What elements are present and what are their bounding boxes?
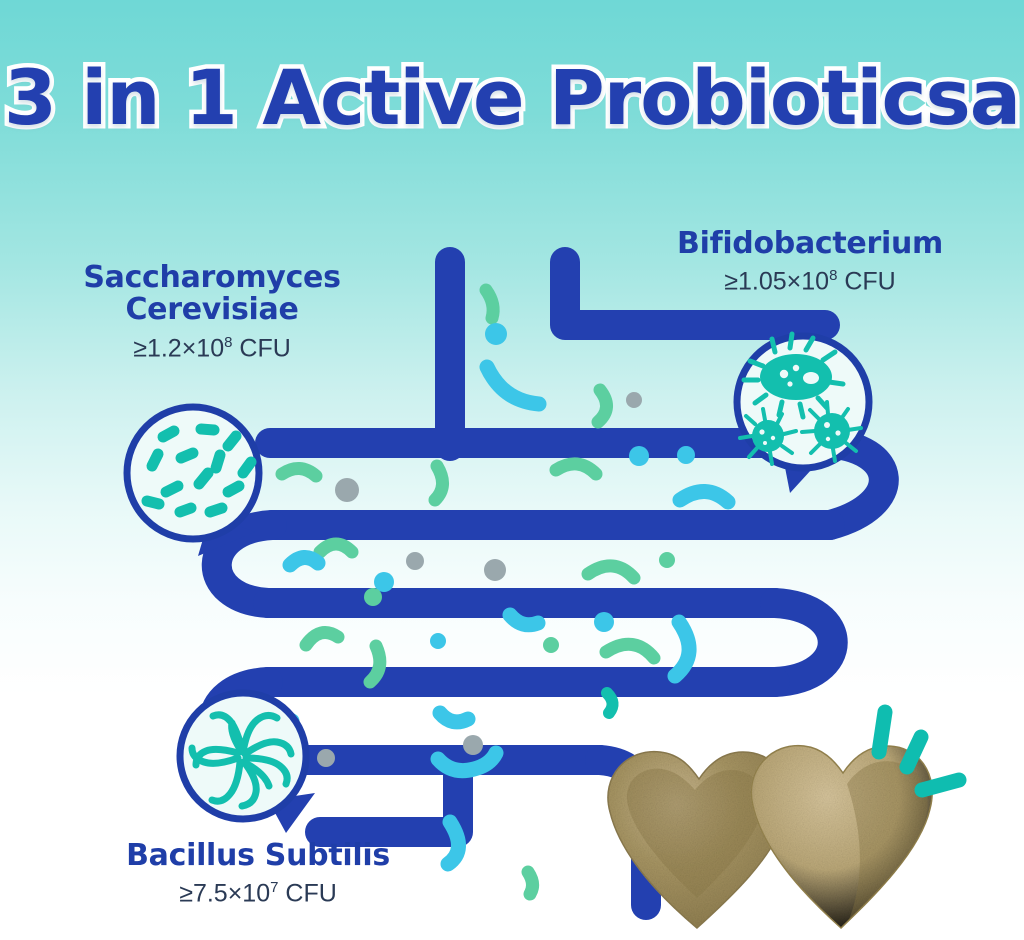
strain-label-saccharomyces: Saccharomyces Cerevisiae ≥1.2×108 CFU (32, 260, 392, 363)
microbe-teal (601, 687, 619, 719)
strain-label-bacillus: Bacillus Subtilis ≥7.5×107 CFU (78, 838, 438, 909)
spore-burst-icon (188, 711, 295, 810)
microbe-dot-gray (406, 552, 424, 570)
microbe-green (479, 283, 500, 325)
callout-bifidobacterium[interactable] (733, 331, 873, 493)
microbe-dot-cyan (430, 633, 446, 649)
treat-right (750, 744, 933, 930)
microbe-cyan (432, 705, 476, 730)
title-area: 3 in 1 Active Probioticsa (0, 53, 1024, 142)
yeast-cells-icon (141, 423, 257, 518)
strain-label-bifidobacterium: Bifidobacterium ≥1.05×108 CFU (620, 226, 1000, 297)
microbe-green (313, 537, 359, 559)
microbe-cyan (672, 484, 736, 510)
microbe-dot-gray (463, 735, 483, 755)
microbe-dots (317, 323, 695, 767)
bacteria-cells-icon (738, 331, 863, 466)
microbe-cyan (440, 814, 466, 872)
microbe-dot-gray (484, 559, 506, 581)
microbe-dot-gray (626, 392, 642, 408)
microbe-dot-cyan (629, 446, 649, 466)
microbe-cyan (667, 614, 697, 684)
microbe-green (549, 457, 603, 481)
microbe-dot-gray (317, 749, 335, 767)
callout-bacillus[interactable] (176, 689, 315, 833)
strain-name-saccharomyces: Saccharomyces Cerevisiae (83, 260, 341, 328)
strain-cfu-bifidobacterium: ≥1.05×108 CFU (724, 267, 896, 296)
gut-segment-upper-right (550, 247, 840, 340)
microbe-green (521, 865, 540, 901)
microbe-dot-cyan (485, 323, 507, 345)
sparkle-group (871, 704, 967, 798)
strain-name-bacillus: Bacillus Subtilis (126, 838, 390, 873)
page-title: 3 in 1 Active Probioticsa (0, 53, 1024, 142)
microbe-dot-green (364, 588, 382, 606)
strain-cfu-saccharomyces: ≥1.2×108 CFU (133, 333, 291, 363)
microbe-green (275, 462, 323, 483)
microbe-cyan (282, 550, 326, 573)
sparkle-dash (899, 729, 929, 775)
microbe-green (299, 626, 345, 652)
microbe-green (428, 459, 449, 507)
microbe-cyan (479, 359, 547, 412)
microbe-dot-cyan (374, 572, 394, 592)
strain-cfu-bacillus: ≥7.5×107 CFU (179, 879, 337, 908)
microbe-cyan (502, 607, 546, 633)
microbe-green (363, 639, 387, 689)
microbe-dot-gray (335, 478, 359, 502)
microbe-dot-cyan (677, 446, 695, 464)
gut-loop-right-2 (760, 588, 848, 697)
microbe-green (591, 383, 613, 429)
microbe-green (599, 637, 661, 665)
microbe-dot-green (659, 552, 675, 568)
microbe-green (581, 559, 641, 585)
strain-name-bifidobacterium: Bifidobacterium (677, 226, 943, 261)
callout-saccharomyces[interactable] (123, 403, 263, 556)
microbe-cyan (430, 745, 504, 779)
microbe-dot-green (543, 637, 559, 653)
sparkle-dash (914, 772, 967, 798)
gut-loop-left-1 (201, 510, 287, 618)
sparkle-dash (871, 704, 893, 760)
microbe-dot-cyan (594, 612, 614, 632)
